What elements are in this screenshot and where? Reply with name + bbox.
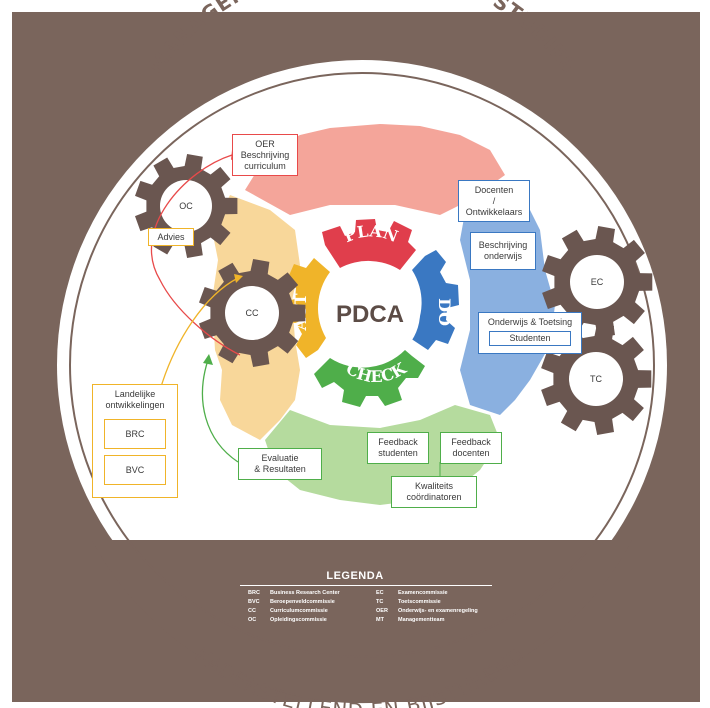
onderwijs-toetsing-label: Onderwijs & Toetsing — [487, 317, 573, 327]
oc-gear-label: OC — [179, 201, 193, 211]
pdca-hub — [320, 263, 420, 363]
plan-background-gear — [245, 124, 505, 215]
green-arrow — [201, 359, 239, 463]
feedback-docenten-line: Feedback — [451, 437, 491, 447]
legend-text: Onderwijs- en examenregeling — [398, 608, 478, 614]
legend-abbr: CC — [248, 608, 256, 614]
legend-text: Managementteam — [398, 617, 445, 623]
feedback-studenten-line: studenten — [378, 448, 418, 458]
cc-gear-label: CC — [246, 308, 259, 318]
legend-right-texts: Examencommissie Toetscommissie Onderwijs… — [398, 589, 478, 625]
inner-ring — [69, 72, 655, 658]
cc-gear-hub — [225, 286, 279, 340]
yellow-arrow — [159, 277, 239, 391]
legend-text: Opleidingscommissie — [270, 617, 327, 623]
kwaliteits-line: Kwaliteits — [414, 481, 453, 491]
legend-left-abbrs: BRC BVC CC OC — [248, 589, 260, 625]
do-label: DO — [435, 298, 454, 326]
evaluatie-line: Evaluatie — [261, 453, 299, 463]
beschrijving-line: Beschrijving — [478, 240, 528, 250]
beschrijving-line: onderwijs — [483, 251, 523, 261]
pdca-wheel: PDCA PLAN CHECK DO ACT — [283, 219, 459, 407]
ec-gear-label: EC — [591, 277, 604, 287]
oer-line: curriculum — [244, 160, 286, 171]
kwaliteits-line: coördinatoren — [406, 492, 462, 502]
advies-label: Advies — [157, 231, 185, 242]
landelijke-line: Landelijke — [114, 389, 156, 399]
plan-segment — [322, 219, 416, 270]
brc-label: BRC — [125, 428, 145, 439]
legend-text: Toetscommissie — [398, 599, 441, 605]
evaluatie-box: Evaluatie& Resultaten — [238, 448, 322, 480]
docenten-box: Docenten/Ontwikkelaars — [458, 180, 530, 222]
ec-gear-hub — [570, 255, 624, 309]
tc-gear-hub — [569, 352, 623, 406]
check-segment — [314, 350, 425, 407]
legend-text: Curriculumcommissie — [270, 608, 328, 614]
advies-box: Advies — [148, 228, 194, 246]
bvc-box: BVC — [104, 455, 166, 485]
feedback-docenten-line: docenten — [452, 448, 490, 458]
legend-band — [92, 540, 632, 704]
legend-abbr: OC — [248, 617, 257, 623]
feedback-studenten-line: Feedback — [378, 437, 418, 447]
studenten-box: Studenten — [489, 331, 571, 346]
docenten-line: Docenten — [474, 184, 514, 195]
legend-abbr: MT — [376, 617, 384, 623]
legend-abbr: BRC — [248, 590, 260, 596]
legend-right-abbrs: EC TC OER MT — [376, 589, 388, 625]
pdca-label: PDCA — [336, 301, 404, 328]
docenten-line: / — [492, 195, 496, 206]
tc-gear-label: TC — [590, 374, 602, 384]
oer-line: Beschrijving — [240, 149, 290, 160]
legend-abbr: BVC — [248, 599, 260, 605]
legend-left-texts: Business Research Center Beroepenveldcom… — [270, 589, 340, 625]
legend-text: Beroepenveldcommissie — [270, 599, 335, 605]
docenten-line: Ontwikkelaars — [465, 206, 523, 217]
legend-divider — [240, 585, 492, 586]
legend-abbr: EC — [376, 590, 384, 596]
oer-line: OER — [255, 138, 275, 149]
do-segment — [410, 250, 459, 350]
oc-gear-hub — [160, 180, 212, 232]
green-arrowhead — [203, 354, 213, 365]
legend-abbr: TC — [376, 599, 384, 605]
evaluatie-line: & Resultaten — [254, 464, 306, 474]
legend-title: LEGENDA — [326, 570, 384, 582]
legend-text: Business Research Center — [270, 590, 340, 596]
landelijke-line: ontwikkelingen — [105, 400, 165, 410]
onderwijs-toetsing-box: Onderwijs & Toetsing Studenten — [478, 312, 582, 354]
legend-text: Examencommissie — [398, 590, 448, 596]
bvc-label: BVC — [125, 464, 145, 475]
red-arrow — [150, 154, 241, 356]
studenten-label: Studenten — [509, 333, 551, 343]
brc-box: BRC — [104, 419, 166, 449]
yellow-arrowhead — [234, 274, 243, 283]
legend-abbr: OER — [376, 608, 388, 614]
